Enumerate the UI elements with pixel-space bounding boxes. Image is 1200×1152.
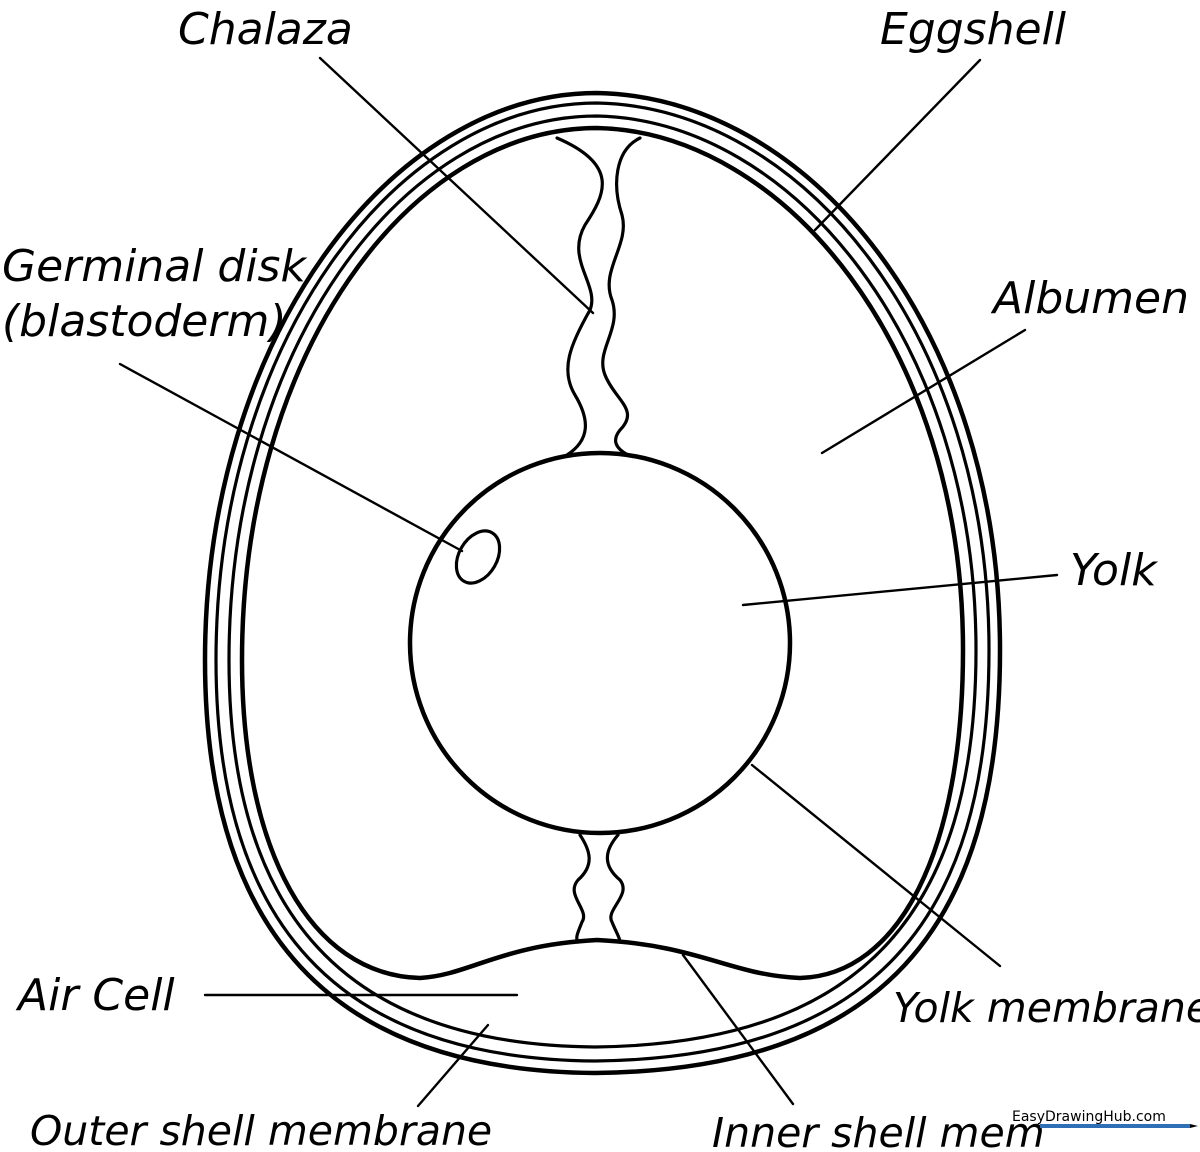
yolk	[407, 450, 793, 836]
label-outer-shell-membrane: Outer shell membrane	[30, 1107, 492, 1152]
label-germinal-disk-line1: Germinal disk	[2, 241, 307, 292]
lower-chalaza-left	[572, 833, 591, 944]
leader-eggshell	[813, 58, 982, 232]
lower-chalaza-right	[605, 833, 625, 944]
eggshell-outer	[202, 90, 1003, 1076]
leader-yolk-membrane	[750, 763, 1002, 968]
label-albumen: Albumen	[990, 273, 1189, 324]
label-air-cell: Air Cell	[15, 970, 175, 1021]
leader-yolk	[741, 573, 1059, 607]
germinal-disk	[454, 529, 502, 585]
upper-chalaza-right	[601, 136, 642, 457]
label-inner-shell-membrane: Inner shell mem	[712, 1109, 1045, 1152]
leader-inner-shell-membrane	[681, 953, 795, 1106]
upper-chalaza-left	[555, 136, 604, 457]
watermark: EasyDrawingHub.com	[1012, 1109, 1198, 1128]
outer-shell-membrane	[227, 114, 978, 1049]
inner-shell-membrane	[239, 125, 966, 981]
leader-outer-shell-membrane	[416, 1023, 490, 1108]
label-yolk: Yolk	[1070, 545, 1158, 596]
leader-chalaza	[318, 56, 595, 315]
label-chalaza: Chalaza	[178, 4, 353, 55]
leader-germinal-disk	[118, 362, 464, 553]
eggshell-inner	[214, 101, 991, 1063]
pencil-icon	[1040, 1124, 1198, 1128]
leader-albumen	[820, 328, 1027, 455]
label-germinal-disk-line2: (blastoderm)	[2, 296, 287, 347]
label-yolk-membrane: Yolk membrane	[893, 984, 1200, 1032]
label-eggshell: Eggshell	[880, 4, 1067, 55]
watermark-text: EasyDrawingHub.com	[1012, 1109, 1166, 1125]
